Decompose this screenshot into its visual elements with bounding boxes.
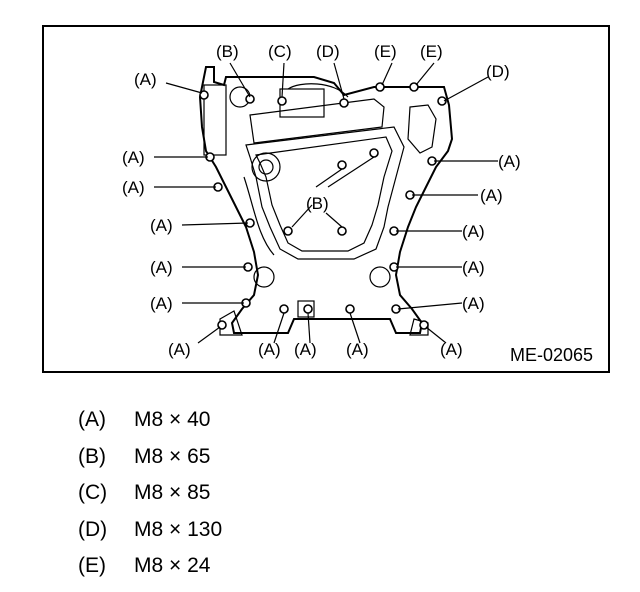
label-b: (B): [216, 42, 239, 61]
legend-key: (A): [78, 408, 106, 432]
legend-value: M8 × 85: [134, 481, 211, 505]
pipe-left: [243, 176, 275, 256]
inner-flange: [245, 126, 405, 260]
legend-value: M8 × 130: [134, 517, 223, 541]
label-a: (A): [480, 186, 503, 205]
label-a: (A): [168, 340, 191, 359]
label-e: (E): [420, 42, 443, 61]
label-d: (D): [486, 62, 510, 81]
legend-row-d: (D) M8 × 130: [78, 512, 478, 549]
label-a: (A): [150, 216, 173, 235]
label-a: (A): [498, 152, 521, 171]
label-a: (A): [150, 294, 173, 313]
legend-key: (C): [78, 481, 108, 505]
label-a: (A): [294, 340, 317, 359]
label-a: (A): [122, 178, 145, 197]
label-a: (A): [346, 340, 369, 359]
bolt-size-legend: (A) M8 × 40 (B) M8 × 65 (C) M8 × 85 (D) …: [78, 402, 478, 585]
label-a: (A): [134, 70, 157, 89]
label-a: (A): [462, 294, 485, 313]
drain-plug-boss: [297, 300, 315, 318]
leader-lines: [154, 62, 498, 344]
bolts-b: [283, 148, 379, 236]
label-d: (D): [316, 42, 340, 61]
bolts-cde: [245, 82, 447, 108]
label-a: (A): [122, 148, 145, 167]
figure-code: ME-02065: [510, 345, 593, 365]
legend-row-e: (E) M8 × 24: [78, 548, 478, 585]
filler-neck: [407, 104, 437, 154]
legend-value: M8 × 40: [134, 408, 211, 432]
callout-labels: (A) (A) (A) (A) (A) (A) (A) (A) (A) (A) …: [122, 42, 593, 365]
label-a: (A): [462, 258, 485, 277]
label-a: (A): [258, 340, 281, 359]
legend-value: M8 × 65: [134, 444, 211, 468]
label-a: (A): [150, 258, 173, 277]
legend-key: (E): [78, 554, 106, 578]
label-b: (B): [306, 194, 329, 213]
left-bracket: [203, 84, 227, 156]
label-a: (A): [462, 222, 485, 241]
label-e: (E): [374, 42, 397, 61]
oil-filter-boss-inner: [258, 159, 274, 175]
legend-value: M8 × 24: [134, 554, 211, 578]
legend-key: (D): [78, 517, 108, 541]
lower-left-boss: [253, 266, 275, 288]
engine-block-diagram: (A) (A) (A) (A) (A) (A) (A) (A) (A) (A) …: [122, 42, 593, 365]
pipe-top: [287, 83, 349, 98]
legend-key: (B): [78, 444, 106, 468]
oil-filter-boss: [251, 152, 281, 182]
legend-row-c: (C) M8 × 85: [78, 475, 478, 512]
left-foot: [219, 310, 243, 336]
upper-housing: [249, 98, 385, 144]
lower-right-boss: [369, 266, 391, 288]
top-block: [279, 88, 325, 118]
label-a: (A): [440, 340, 463, 359]
legend-row-a: (A) M8 × 40: [78, 402, 478, 439]
inner-flange-2: [255, 136, 393, 252]
label-c: (C): [268, 42, 292, 61]
legend-row-b: (B) M8 × 65: [78, 439, 478, 476]
diagram-frame: (A) (A) (A) (A) (A) (A) (A) (A) (A) (A) …: [42, 25, 610, 373]
